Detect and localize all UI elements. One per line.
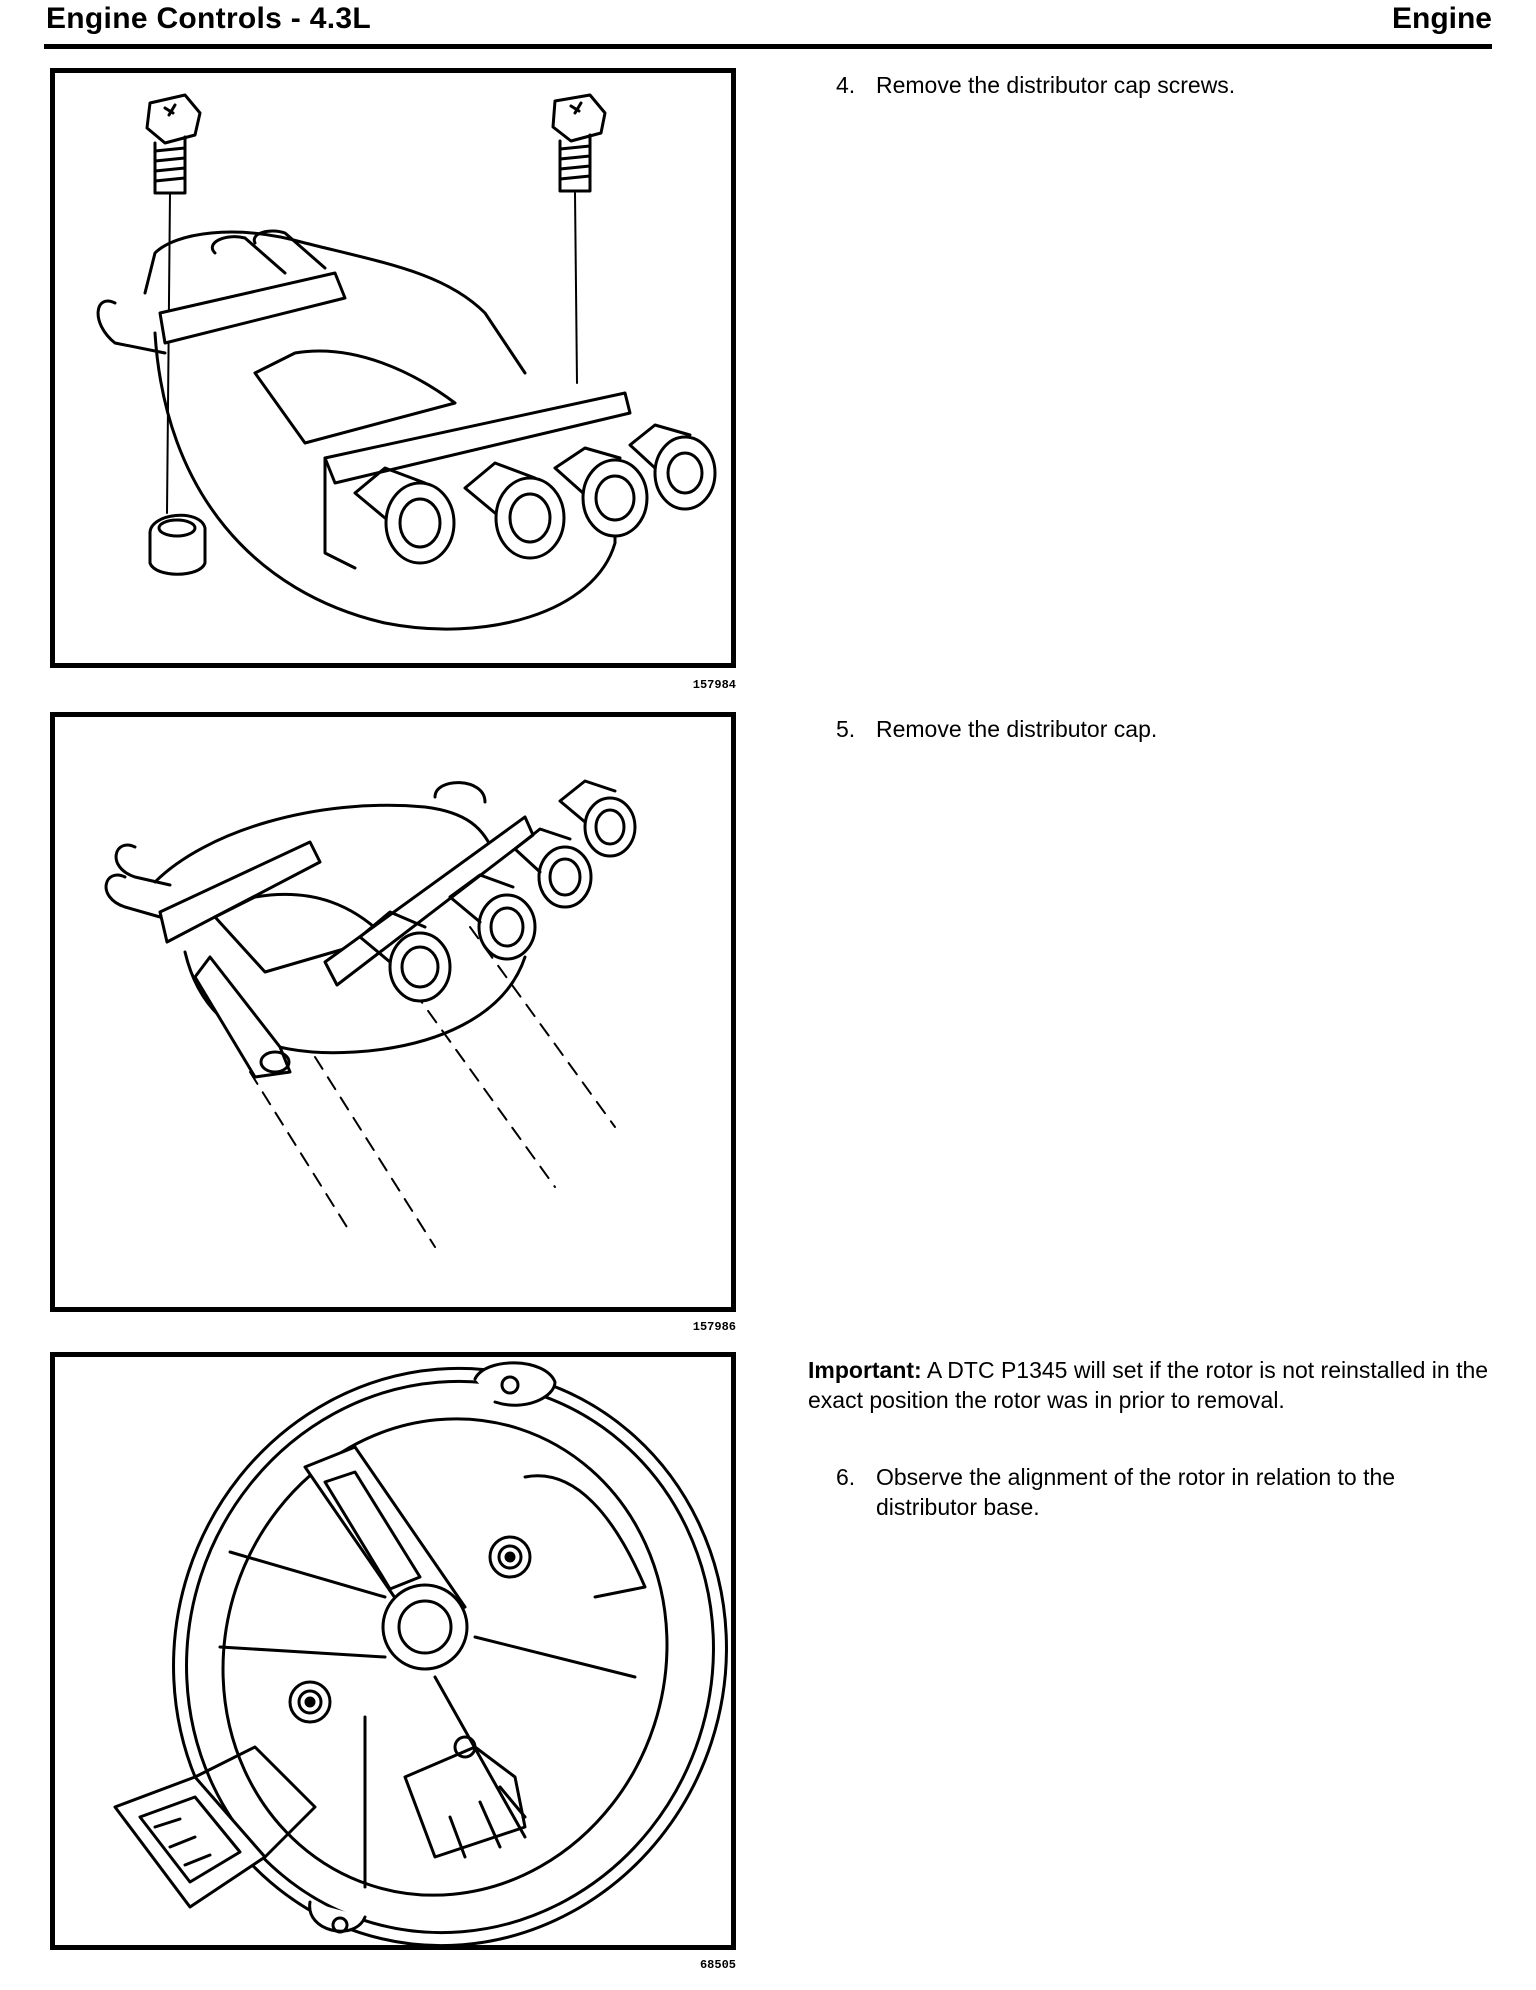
figure-distributor-cap-screws [50,68,736,668]
figure-id-68505: 68505 [699,1958,736,1972]
important-label: Important: [808,1357,922,1383]
important-note: Important: A DTC P1345 will set if the r… [808,1355,1498,1415]
step-4-text: Remove the distributor cap screws. [876,72,1236,98]
distributor-cap-removal-illustration [104,779,637,1248]
figure-distributor-cap-removal [50,712,736,1312]
page-header-section: Engine [1391,2,1492,35]
rotor-distributor-base-illustration [113,1361,728,1945]
step-4-number: 4. [836,72,856,98]
step-5-number: 5. [836,716,856,742]
figure-id-157984: 157984 [692,678,736,692]
step-6-number: 6. [836,1464,856,1490]
step-4: 4. Remove the distributor cap screws. [836,70,1235,100]
header-rule [44,44,1492,49]
step-5-text: Remove the distributor cap. [876,716,1158,742]
figure-rotor-alignment [50,1352,736,1950]
page-header-title: Engine Controls - 4.3L [46,2,371,35]
step-5: 5. Remove the distributor cap. [836,714,1157,744]
figure-id-157986: 157986 [692,1320,736,1334]
step-6: 6. Observe the alignment of the rotor in… [836,1462,1498,1522]
important-text: A DTC P1345 will set if the rotor is not… [808,1357,1489,1413]
step-6-text: Observe the alignment of the rotor in re… [876,1464,1396,1520]
distributor-cap-screws-illustration [96,93,717,631]
